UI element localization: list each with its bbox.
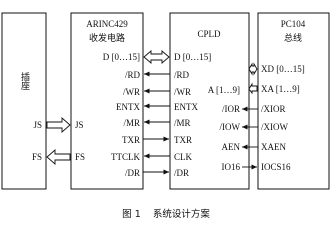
cpld-pin-a: A [1…9] [208,85,240,95]
pc104-pin-xior: /XIOR [261,104,286,114]
cpld-pin-dr: /DR [174,168,189,178]
cpld-pin-wr: /WR [174,87,191,97]
cpld-pin-clk: CLK [174,152,193,162]
cpld-title: CPLD [197,29,221,39]
arinc-pin-wr: /WR [123,87,140,97]
socket-label: 插座 [19,71,30,91]
arinc-title-line2: 收发电路 [89,32,125,44]
socket-js-label: JS [33,120,42,130]
xd-bus-arrow [248,62,258,76]
pc104-block [257,12,330,190]
cpld-pin-mr: /MR [174,118,191,128]
cpld-pin-ior: /IOR [222,104,240,114]
pc104-pin-xa: XA [1…9] [261,84,300,94]
socket-fs-label: FS [32,152,42,162]
cpld-pin-rd: /RD [174,70,190,80]
xa-bus-arrow [248,82,258,95]
cpld-pin-d: D [0…15] [174,52,211,62]
cpld-pin-io16: IO16 [222,162,241,172]
arinc-pin-dr: /DR [125,168,140,178]
arinc-pin-d: D [0…15] [103,52,140,62]
arinc-pin-entx: ENTX [116,102,140,112]
diagram-canvas: 插座 ARINC429 收发电路 CPLD PC104 总线 JS FS D [… [1,12,330,220]
cpld-pin-txr: TXR [174,135,192,145]
arinc429-block [70,12,144,190]
figure-caption: 图 1 系统设计方案 [122,208,210,220]
cpld-block [169,12,250,190]
data-bus-arrow [143,50,170,64]
cpld-pin-aen: AEN [222,142,241,152]
pc104-pin-iocs16: IOCS16 [261,162,291,172]
system-diagram: 插座 ARINC429 收发电路 CPLD PC104 总线 JS FS D [… [1,12,330,220]
arinc-pin-fs: FS [75,152,85,162]
pc104-pin-xiow: /XIOW [261,122,288,132]
pc104-pin-xd: XD [0…15] [261,64,305,74]
cpld-pin-entx: ENTX [174,102,198,112]
pc104-pin-xaen: XAEN [261,142,286,152]
fs-bus-arrow [46,149,71,165]
arinc-pin-mr: /MR [123,118,140,128]
cpld-pin-iow: /IOW [220,122,241,132]
pc104-title-line1: PC104 [281,19,306,29]
arinc-pin-js: JS [75,120,84,130]
arinc-title-line1: ARINC429 [86,19,128,29]
js-bus-arrow [46,117,71,133]
arinc-pin-rd: /RD [125,70,141,80]
arinc-pin-txr: TXR [122,135,140,145]
socket-block [1,12,47,190]
arinc-pin-ttclk: TTCLK [111,152,140,162]
pc104-title-line2: 总线 [284,32,302,44]
